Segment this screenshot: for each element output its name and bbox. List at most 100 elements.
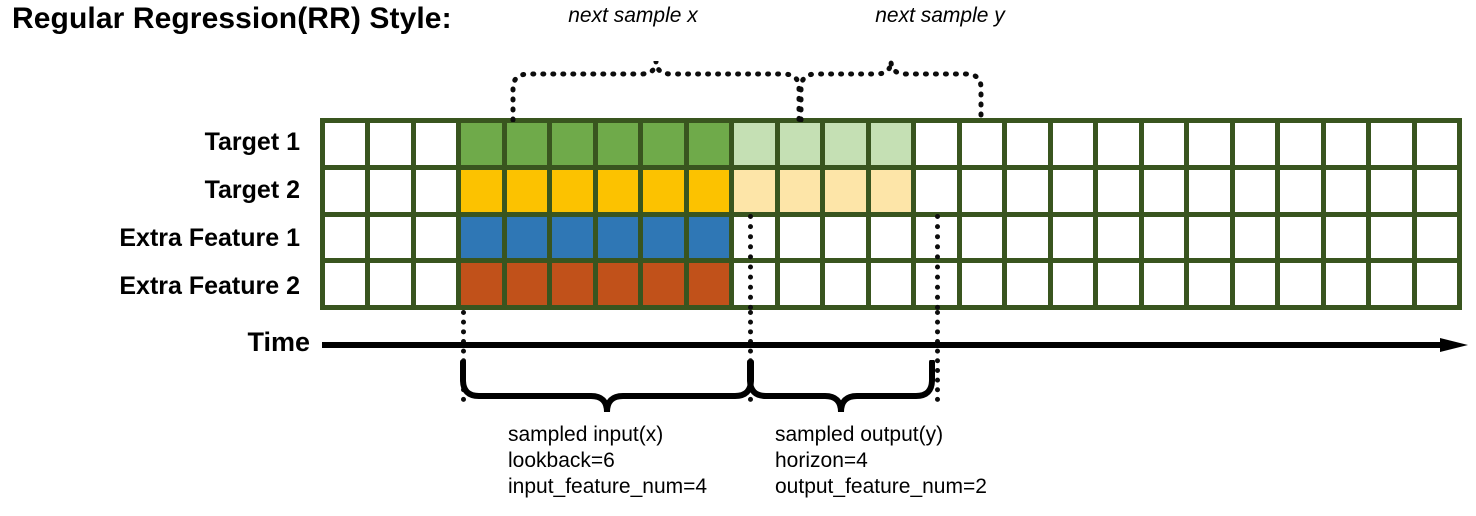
grid-cell bbox=[1098, 263, 1139, 305]
grid-cell bbox=[643, 123, 684, 165]
grid-cell bbox=[1416, 263, 1458, 305]
grid-cell bbox=[1189, 123, 1230, 165]
grid-cell bbox=[1189, 216, 1230, 259]
note-sampled-input-line-3: input_feature_num=4 bbox=[508, 475, 708, 498]
row-label-extra-feature-2: Extra Feature 2 bbox=[119, 272, 300, 300]
grid-cell bbox=[734, 263, 775, 305]
grid-cell bbox=[415, 123, 457, 165]
note-sampled-input-line-2: lookback=6 bbox=[508, 449, 615, 472]
guide-line-output-end bbox=[935, 310, 940, 402]
grid-cell bbox=[688, 216, 730, 259]
grid-cell bbox=[870, 263, 912, 305]
grid-cell bbox=[688, 123, 730, 165]
grid-cell bbox=[1143, 216, 1185, 259]
grid-cell bbox=[597, 263, 639, 305]
grid-cell bbox=[1098, 123, 1139, 165]
grid-cell bbox=[961, 216, 1003, 259]
grid-cell bbox=[1371, 263, 1412, 305]
grid-cell bbox=[1325, 263, 1367, 305]
grid-cell bbox=[1052, 216, 1094, 259]
grid-cell bbox=[1052, 169, 1094, 212]
guide-line-grid-output-end bbox=[935, 214, 940, 310]
grid-cell bbox=[1098, 216, 1139, 259]
grid-cell bbox=[1143, 263, 1185, 305]
grid-cell bbox=[779, 123, 821, 165]
grid-row-target-2 bbox=[325, 169, 1458, 212]
grid-cell bbox=[1416, 123, 1458, 165]
grid-cell bbox=[415, 169, 457, 212]
grid-cell bbox=[370, 123, 411, 165]
grid-cell bbox=[415, 263, 457, 305]
grid-cell bbox=[1234, 123, 1276, 165]
grid-cell bbox=[1007, 216, 1048, 259]
grid-cell bbox=[1007, 263, 1048, 305]
grid-cell bbox=[1280, 169, 1321, 212]
guide-line-grid-input-end bbox=[748, 214, 753, 310]
top-brace-next-sample-y bbox=[798, 60, 984, 122]
grid-cell bbox=[506, 216, 548, 259]
grid-cell bbox=[506, 263, 548, 305]
grid-row-target-1 bbox=[325, 123, 1458, 165]
grid-cell bbox=[1325, 123, 1367, 165]
grid-cell bbox=[961, 263, 1003, 305]
grid-cell bbox=[1143, 169, 1185, 212]
grid-cell bbox=[552, 216, 593, 259]
grid-cell bbox=[325, 169, 366, 212]
grid-cell bbox=[1416, 216, 1458, 259]
grid-cell bbox=[1325, 216, 1367, 259]
timeseries-grid bbox=[320, 118, 1462, 310]
grid-cell bbox=[325, 123, 366, 165]
grid-cell bbox=[1007, 123, 1048, 165]
grid-cell bbox=[1052, 123, 1094, 165]
grid-cell bbox=[552, 263, 593, 305]
grid-cell bbox=[1280, 263, 1321, 305]
bottom-brace-sampled-output bbox=[747, 360, 935, 413]
row-label-extra-feature-1: Extra Feature 1 bbox=[119, 224, 300, 252]
bottom-brace-sampled-input bbox=[460, 360, 754, 413]
grid-cell bbox=[461, 169, 502, 212]
grid-cell bbox=[1416, 169, 1458, 212]
grid-cell bbox=[370, 169, 411, 212]
grid-cell bbox=[688, 263, 730, 305]
page-title: Regular Regression(RR) Style: bbox=[12, 2, 452, 35]
grid-cell bbox=[1234, 263, 1276, 305]
note-sampled-output: sampled output(y) horizon=4 output_featu… bbox=[775, 422, 987, 500]
grid-cell bbox=[961, 169, 1003, 212]
grid-cell bbox=[734, 169, 775, 212]
grid-cell bbox=[870, 123, 912, 165]
grid-cell bbox=[506, 123, 548, 165]
row-label-column: Target 1 Target 2 Extra Feature 1 Extra … bbox=[0, 118, 312, 310]
grid-cell bbox=[597, 123, 639, 165]
grid-cell bbox=[1234, 216, 1276, 259]
grid-cell bbox=[643, 263, 684, 305]
brace-label-next-sample-y: next sample y bbox=[875, 4, 1005, 27]
grid-cell bbox=[779, 169, 821, 212]
grid-cell bbox=[870, 169, 912, 212]
grid-cell bbox=[1052, 263, 1094, 305]
grid-cell bbox=[825, 123, 866, 165]
note-sampled-output-line-2: horizon=4 bbox=[775, 449, 868, 472]
grid-cell bbox=[370, 216, 411, 259]
time-axis-label: Time bbox=[247, 327, 310, 357]
grid-cell bbox=[506, 169, 548, 212]
grid-cell bbox=[1007, 169, 1048, 212]
grid-cell bbox=[325, 216, 366, 259]
note-sampled-output-line-3: output_feature_num=2 bbox=[775, 475, 987, 498]
grid-cell bbox=[1189, 263, 1230, 305]
row-label-target-1: Target 1 bbox=[204, 128, 300, 156]
grid-cell bbox=[1189, 169, 1230, 212]
grid-cell bbox=[1371, 216, 1412, 259]
grid-cell bbox=[461, 216, 502, 259]
brace-label-next-sample-x: next sample x bbox=[568, 4, 698, 27]
grid-cell bbox=[643, 216, 684, 259]
top-brace-next-sample-x bbox=[510, 60, 802, 122]
guide-line-input-end bbox=[748, 310, 753, 402]
grid-cell bbox=[734, 123, 775, 165]
grid-cell bbox=[688, 169, 730, 212]
grid-cell bbox=[597, 169, 639, 212]
note-sampled-input: sampled input(x) lookback=6 input_featur… bbox=[508, 422, 707, 500]
grid-cell bbox=[461, 123, 502, 165]
grid-cell bbox=[325, 263, 366, 305]
grid-row-extra-feature-2 bbox=[325, 263, 1458, 305]
grid-cell bbox=[643, 169, 684, 212]
